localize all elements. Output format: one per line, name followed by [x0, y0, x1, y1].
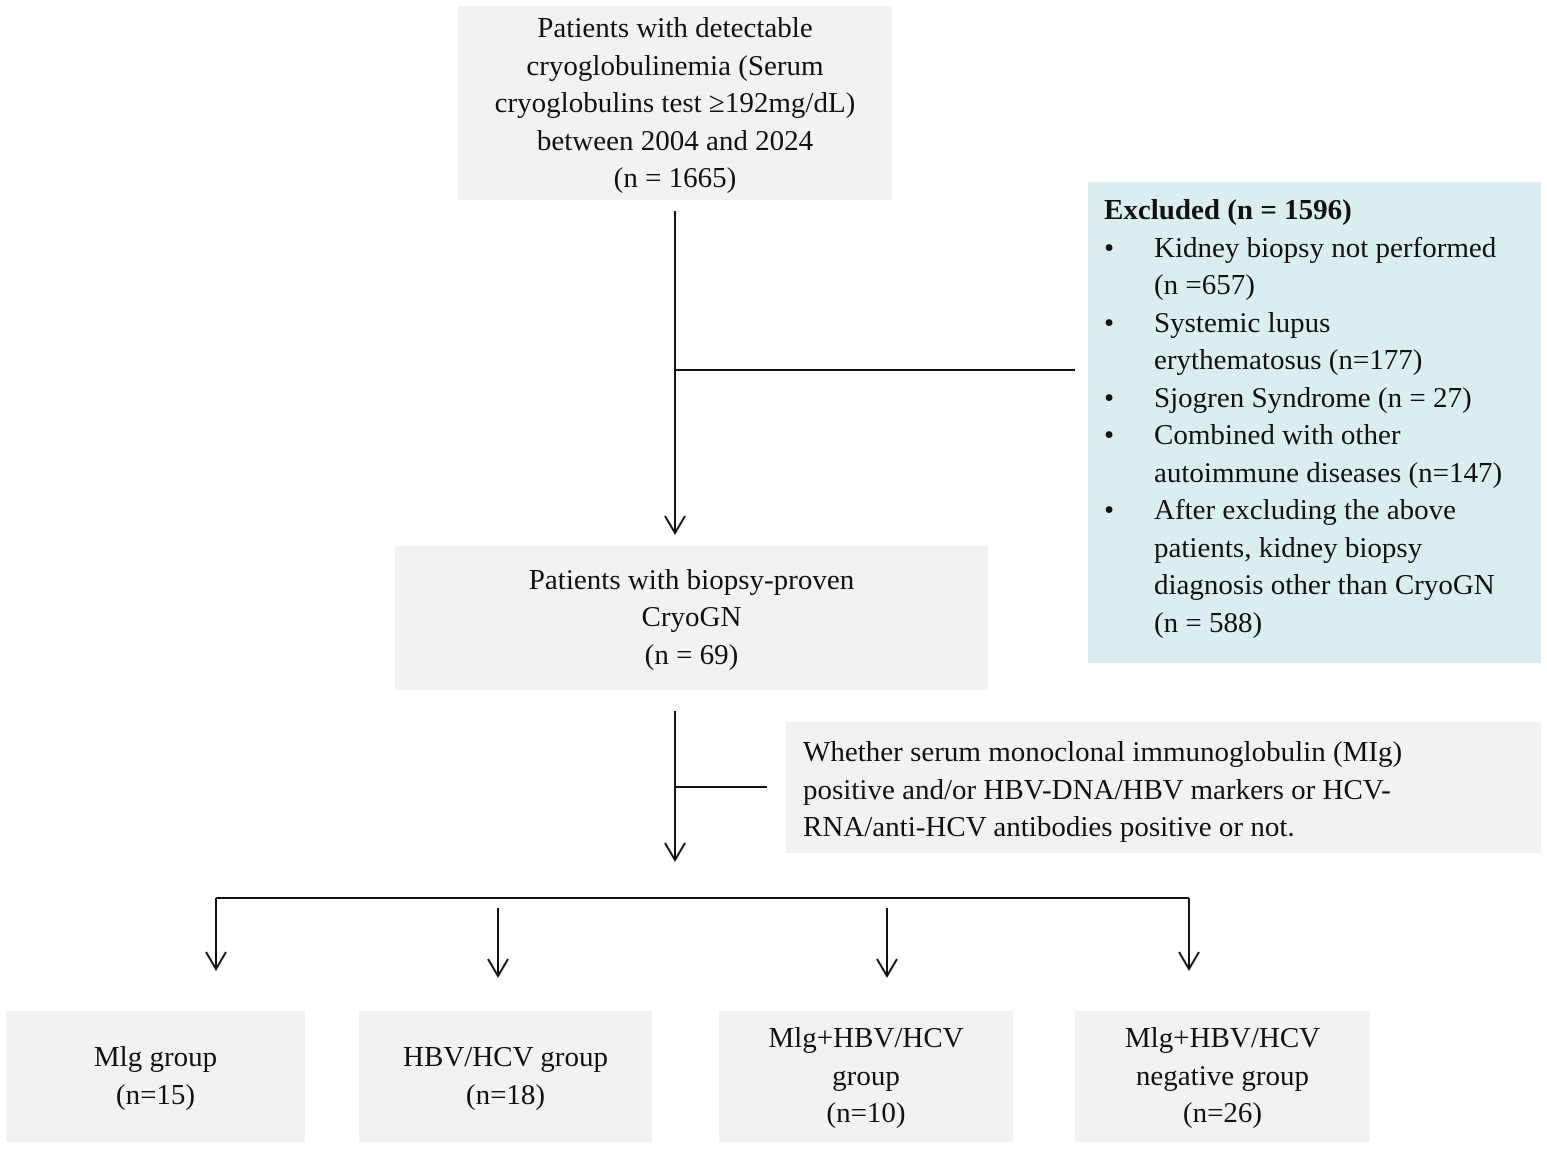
excluded-list: • Kidney biopsy not performed (n =657) •… — [1104, 230, 1541, 643]
bullet-icon: • — [1104, 231, 1115, 264]
group-count: (n=18) — [465, 1078, 546, 1111]
biopsy-proven-line: CryoGN — [641, 601, 742, 634]
initial-cohort-line: Patients with detectable — [537, 12, 813, 45]
arrowhead-group-4-icon — [1178, 951, 1200, 971]
arrowhead-group-3-icon — [876, 958, 898, 978]
group-label: Mlg+HBV/HCV — [1124, 1022, 1321, 1055]
excluded-item: • Combined with other autoimmune disease… — [1104, 417, 1541, 492]
arrowhead-group-1-icon — [205, 951, 227, 971]
initial-cohort-line: cryoglobulins test ≥192mg/dL) — [494, 87, 856, 120]
group-count: (n=15) — [115, 1078, 196, 1111]
grouping-criteria-box: Whether serum monoclonal immunoglobulin … — [786, 722, 1541, 853]
excluded-item: • Sjogren Syndrome (n = 27) — [1104, 380, 1541, 418]
group-label: group — [832, 1059, 900, 1092]
excluded-box: Excluded (n = 1596) • Kidney biopsy not … — [1088, 182, 1541, 663]
arrowhead-group-2-icon — [487, 958, 509, 978]
arrowhead-mid-icon — [664, 515, 686, 535]
excluded-item-line: (n =657) — [1154, 269, 1255, 301]
excluded-item: • After excluding the above patients, ki… — [1104, 492, 1541, 642]
excluded-item-line: Systemic lupus — [1154, 306, 1331, 339]
initial-cohort-count: (n = 1665) — [613, 162, 737, 195]
excluded-item: • Kidney biopsy not performed (n =657) — [1104, 230, 1541, 305]
excluded-item-line: Kidney biopsy not performed — [1154, 231, 1497, 264]
group-box-hbv-hcv: HBV/HCV group (n=18) — [359, 1011, 652, 1142]
group-count: (n=10) — [826, 1097, 906, 1130]
initial-cohort-line: cryoglobulinemia (Serum — [526, 49, 824, 82]
excluded-item-line: erythematosus (n=177) — [1154, 344, 1423, 376]
excluded-item: • Systemic lupus erythematosus (n=177) — [1104, 305, 1541, 380]
group-count: (n=26) — [1182, 1097, 1263, 1130]
excluded-item-line: Combined with other — [1154, 419, 1401, 451]
group-label: Mlg group — [93, 1041, 218, 1073]
excluded-item-line: autoimmune diseases (n=147) — [1154, 456, 1503, 489]
bullet-icon: • — [1104, 494, 1115, 526]
excluded-item-line: diagnosis other than CryoGN — [1154, 569, 1495, 601]
bullet-icon: • — [1104, 306, 1115, 339]
arrowhead-split-icon — [664, 842, 686, 862]
group-label: Mlg+HBV/HCV — [768, 1022, 964, 1055]
biopsy-proven-box: Patients with biopsy-proven CryoGN (n = … — [395, 546, 988, 690]
criteria-line: positive and/or HBV-DNA/HBV markers or H… — [803, 773, 1391, 806]
group-box-negative: Mlg+HBV/HCV negative group (n=26) — [1075, 1011, 1370, 1142]
excluded-item-line: Sjogren Syndrome (n = 27) — [1154, 381, 1472, 414]
group-box-mig: Mlg group (n=15) — [6, 1011, 305, 1142]
initial-cohort-box: Patients with detectable cryoglobulinemi… — [458, 6, 892, 200]
biopsy-proven-count: (n = 69) — [644, 638, 739, 671]
group-box-mig-hbv-hcv: Mlg+HBV/HCV group (n=10) — [719, 1011, 1013, 1142]
criteria-line: RNA/anti-HCV antibodies positive or not. — [803, 811, 1295, 843]
excluded-item-line: patients, kidney biopsy — [1154, 531, 1423, 564]
initial-cohort-line: between 2004 and 2024 — [536, 124, 814, 157]
criteria-line: Whether serum monoclonal immunoglobulin … — [803, 736, 1403, 768]
excluded-item-line: (n = 588) — [1154, 606, 1263, 639]
bullet-icon: • — [1104, 381, 1115, 414]
bullet-icon: • — [1104, 419, 1115, 451]
excluded-item-line: After excluding the above — [1154, 494, 1456, 526]
group-label: negative group — [1135, 1059, 1310, 1092]
biopsy-proven-line: Patients with biopsy-proven — [528, 563, 855, 596]
group-label: HBV/HCV group — [403, 1041, 608, 1073]
excluded-title: Excluded (n = 1596) — [1104, 194, 1352, 226]
